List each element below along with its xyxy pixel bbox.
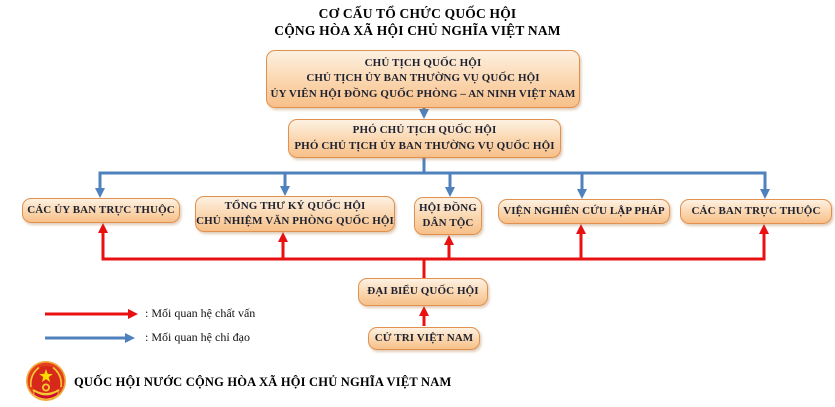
secretary-general-line: TỔNG THƯ KÝ QUỐC HỘI [224, 199, 366, 212]
footer: QUỐC HỘI NƯỚC CỘNG HÒA XÃ HỘI CHỦ NGHĨA … [24, 360, 451, 404]
vice-chairman-line: PHÓ CHỦ TỊCH QUỐC HỘI [352, 124, 497, 136]
voters-box: CỬ TRI VIỆT NAM [368, 327, 480, 350]
ethnic-council-box: HỘI ĐỒNG DÂN TỘC [414, 197, 482, 235]
legend-item-questioning: : Mối quan hệ chất vấn [42, 306, 255, 321]
departments-label: CÁC BAN TRỰC THUỘC [691, 204, 821, 217]
chart-title-line1: CƠ CẤU TỔ CHỨC QUỐC HỘI [318, 6, 517, 21]
chairman-box: CHỦ TỊCH QUỐC HỘI CHỦ TỊCH ỦY BAN THƯỜNG… [266, 50, 580, 108]
vice-chairman-line: PHÓ CHỦ TỊCH ỦY BAN THƯỜNG VỤ QUỐC HỘI [294, 139, 555, 152]
legislative-research-box: VIỆN NGHIÊN CỨU LẬP PHÁP [498, 199, 670, 224]
footer-label: QUỐC HỘI NƯỚC CỘNG HÒA XÃ HỘI CHỦ NGHĨA … [74, 374, 452, 389]
chairman-line: ỦY VIÊN HỘI ĐỒNG QUỐC PHÒNG – AN NINH VI… [270, 87, 576, 100]
deputies-box: ĐẠI BIỂU QUỐC HỘI [358, 278, 488, 306]
secretary-general-box: TỔNG THƯ KÝ QUỐC HỘI CHỦ NHIỆM VĂN PHÒNG… [195, 196, 395, 232]
legislative-research-label: VIỆN NGHIÊN CỨU LẬP PHÁP [503, 204, 665, 217]
ethnic-council-line: HỘI ĐỒNG [419, 201, 477, 214]
deputies-label: ĐẠI BIỂU QUỐC HỘI [367, 285, 479, 298]
red-arrow-icon [45, 308, 138, 319]
blue-arrow-icon [45, 332, 135, 343]
legend-label-direction: : Mối quan hệ chỉ đạo [145, 330, 250, 344]
legend-label-questioning: : Mối quan hệ chất vấn [145, 306, 256, 320]
committees-label: CÁC ỦY BAN TRỰC THUỘC [27, 203, 175, 216]
secretary-general-line: CHỦ NHIỆM VĂN PHÒNG QUỐC HỘI [196, 215, 394, 227]
chart-title-line2: CỘNG HÒA XÃ HỘI CHỦ NGHĨA VIỆT NAM [274, 23, 561, 38]
ethnic-council-line: DÂN TỘC [422, 217, 474, 229]
voters-label: CỬ TRI VIỆT NAM [374, 331, 474, 344]
legend-item-direction: : Mối quan hệ chỉ đạo [42, 330, 250, 345]
departments-box: CÁC BAN TRỰC THUỘC [680, 199, 832, 224]
vietnam-national-emblem-icon [26, 361, 66, 401]
chairman-line: CHỦ TỊCH ỦY BAN THƯỜNG VỤ QUỐC HỘI [306, 72, 540, 85]
committees-box: CÁC ỦY BAN TRỰC THUỘC [22, 198, 180, 223]
chairman-line: CHỦ TỊCH QUỐC HỘI [364, 56, 482, 69]
vice-chairman-box: PHÓ CHỦ TỊCH QUỐC HỘI PHÓ CHỦ TỊCH ỦY BA… [288, 119, 561, 158]
